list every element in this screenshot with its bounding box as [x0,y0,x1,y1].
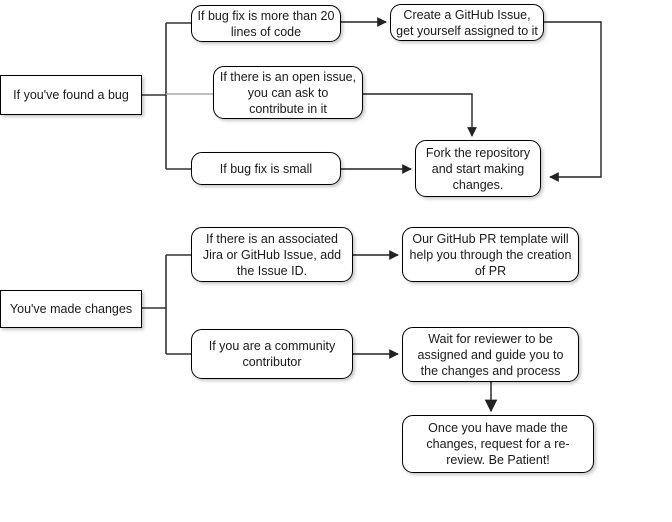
node-youve-made-changes[interactable]: You've made changes [0,290,142,328]
node-label: Create a GitHub Issue, get yourself assi… [396,7,538,38]
node-label: Fork the repository and start making cha… [425,145,531,192]
node-if-bug-fix-is-small[interactable]: If bug fix is small [191,152,341,185]
node-label: If there is an associated Jira or GitHub… [202,231,342,278]
node-label: You've made changes [9,302,133,316]
node-label: Wait for reviewer to be assigned and gui… [417,331,564,378]
node-label: If bug fix is small [219,161,313,176]
node-once-you-have-made-the-changes-request-re-review[interactable]: Once you have made the changes, request … [402,415,594,473]
node-label: If there is an open issue, you can ask t… [219,69,357,116]
node-label: Our GitHub PR template will help you thr… [409,231,572,278]
node-if-youve-found-a-bug[interactable]: If you've found a bug [0,75,142,115]
node-create-a-github-issue[interactable]: Create a GitHub Issue, get yourself assi… [390,4,544,41]
node-wait-for-reviewer-to-be-assigned[interactable]: Wait for reviewer to be assigned and gui… [402,327,579,382]
node-if-there-is-an-open-issue[interactable]: If there is an open issue, you can ask t… [213,66,363,119]
node-fork-the-repository[interactable]: Fork the repository and start making cha… [415,140,541,197]
node-label: If you are a community contributor [208,339,336,369]
node-label: If you've found a bug [13,88,129,102]
node-label: If bug fix is more than 20 lines of code [197,8,335,39]
edge-openissue-to-fork [363,93,477,137]
node-label: Once you have made the changes, request … [426,421,570,467]
node-if-bug-fix-is-more-than-20-lines[interactable]: If bug fix is more than 20 lines of code [191,5,341,42]
edge-createissue-to-fork [544,21,602,182]
node-our-github-pr-template[interactable]: Our GitHub PR template will help you thr… [402,227,579,282]
node-if-you-are-a-community-contributor[interactable]: If you are a community contributor [191,329,353,379]
node-if-there-is-an-associated-jira-issue[interactable]: If there is an associated Jira or GitHub… [191,227,353,282]
